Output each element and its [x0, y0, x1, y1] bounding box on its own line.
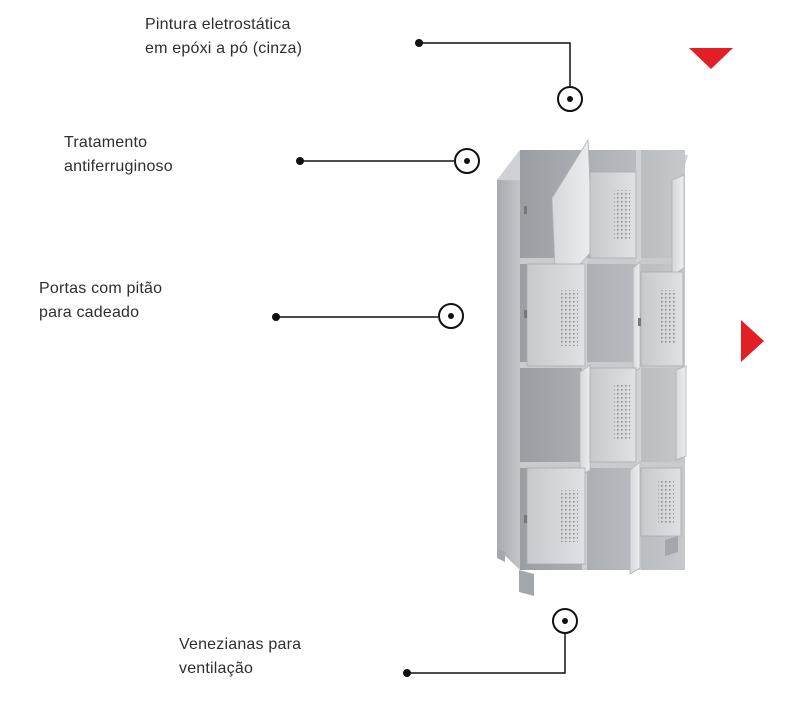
- vent-r2-right: [659, 290, 675, 344]
- door-r3-right-open: [675, 365, 687, 461]
- label-rust-line-1: Tratamento: [64, 134, 148, 151]
- callout-doors: [272, 303, 464, 329]
- label-rust: Tratamento antiferruginoso: [64, 131, 173, 179]
- target-dot-icon: [438, 303, 464, 329]
- vent-r3-middle: [614, 384, 630, 440]
- cabinet-side-panel: [497, 150, 520, 570]
- door-r1-right-open: [671, 174, 685, 277]
- cabinet-foot-left: [519, 570, 534, 596]
- label-paint: Pintura eletrostática em epóxi a pó (cin…: [145, 13, 302, 61]
- target-dot-icon: [557, 86, 583, 112]
- door-r2-middle-open: [632, 261, 641, 373]
- label-vents-line-1: Venezianas para: [179, 636, 302, 653]
- door-r4-middle-open: [629, 461, 641, 575]
- target-dot-icon: [552, 608, 578, 634]
- label-vents-line-2: ventilação: [179, 660, 254, 677]
- cabinet-foot-right: [665, 536, 678, 556]
- target-dot-icon: [454, 148, 480, 174]
- label-paint-line-2: em epóxi a pó (cinza): [145, 40, 303, 57]
- label-doors-line-1: Portas com pitão: [39, 280, 163, 297]
- label-paint-line-1: Pintura eletrostática: [145, 16, 291, 33]
- callout-paint: [415, 39, 583, 112]
- label-doors: Portas com pitão para cadeado: [39, 277, 162, 325]
- callout-vents: [403, 608, 578, 677]
- door-r3-left-open: [579, 364, 591, 477]
- vent-r4-right: [658, 480, 674, 524]
- label-vents: Venezianas para ventilação: [179, 633, 301, 681]
- vent-r1-middle: [614, 190, 630, 240]
- callout-rust: [296, 148, 480, 174]
- triangle-right-icon[interactable]: [741, 320, 764, 362]
- vent-r2-left: [560, 290, 578, 346]
- triangle-down-icon[interactable]: [689, 48, 733, 69]
- label-doors-line-2: para cadeado: [39, 304, 140, 321]
- label-rust-line-2: antiferruginoso: [64, 158, 173, 175]
- vent-r4-left: [560, 490, 578, 542]
